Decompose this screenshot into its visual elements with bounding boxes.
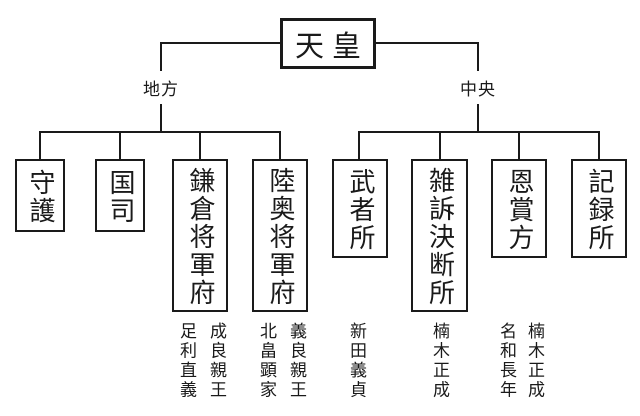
branch-label-chuou: 中央 (458, 71, 498, 104)
office-label: 陸奥将軍府 (265, 166, 295, 307)
office-box-mutsu-shogunfu: 陸奥将軍府 (252, 159, 308, 312)
office-box-zasso-ketsudansho: 雑訴決断所 (411, 159, 468, 312)
office-box-shugo: 守護 (15, 159, 65, 232)
drop-line-mushadokoro (358, 131, 360, 160)
person-ashikaga-tadayoshi: 足利直義 (176, 322, 196, 400)
office-box-kamakura-shogunfu: 鎌倉将軍府 (172, 159, 228, 312)
connector-root-to-right (374, 42, 479, 44)
connector-root-to-left (160, 42, 282, 44)
branch-label-chihou: 地方 (141, 71, 181, 104)
person-nawa-nagatoshi: 名和長年 (496, 322, 516, 400)
person-kitabatake-akiie: 北畠顕家 (256, 322, 276, 400)
person-kusunoki-masashige: 楠木正成 (524, 322, 544, 400)
office-box-kokushi: 国司 (95, 159, 145, 232)
drop-line-mutsu-shogunfu (279, 131, 281, 160)
drop-line-kamakura-shogunfu (199, 131, 201, 160)
office-label: 記録所 (584, 167, 614, 252)
connector-left-branch-bus (39, 131, 281, 133)
root-box-tenno: 天皇 (280, 18, 376, 69)
person-nitta-yoshisada: 新田義貞 (346, 322, 366, 400)
office-label: 国司 (105, 168, 135, 225)
office-label: 雑訴決断所 (424, 166, 455, 307)
office-label: 鎌倉将軍府 (185, 166, 215, 307)
drop-line-kokushi (119, 131, 121, 160)
office-label: 恩賞方 (504, 167, 534, 252)
office-box-kirokusho: 記録所 (571, 159, 627, 258)
office-label: 守護 (25, 168, 55, 225)
drop-line-zasso-ketsudansho (439, 131, 441, 160)
person-nariyoshi-shinno: 成良親王 (206, 322, 226, 400)
drop-line-onshogata (518, 131, 520, 160)
office-box-mushadokoro: 武者所 (332, 159, 388, 258)
drop-line-shugo (39, 131, 41, 160)
person-kusunoki-masashige: 楠木正成 (429, 322, 449, 400)
office-box-onshogata: 恩賞方 (491, 159, 547, 258)
root-label: 天皇 (294, 28, 369, 63)
office-label: 武者所 (345, 167, 375, 252)
drop-line-kirokusho (598, 131, 600, 160)
person-yoshiyoshi-shinno: 義良親王 (286, 322, 306, 400)
connector-right-branch-bus (358, 131, 600, 133)
